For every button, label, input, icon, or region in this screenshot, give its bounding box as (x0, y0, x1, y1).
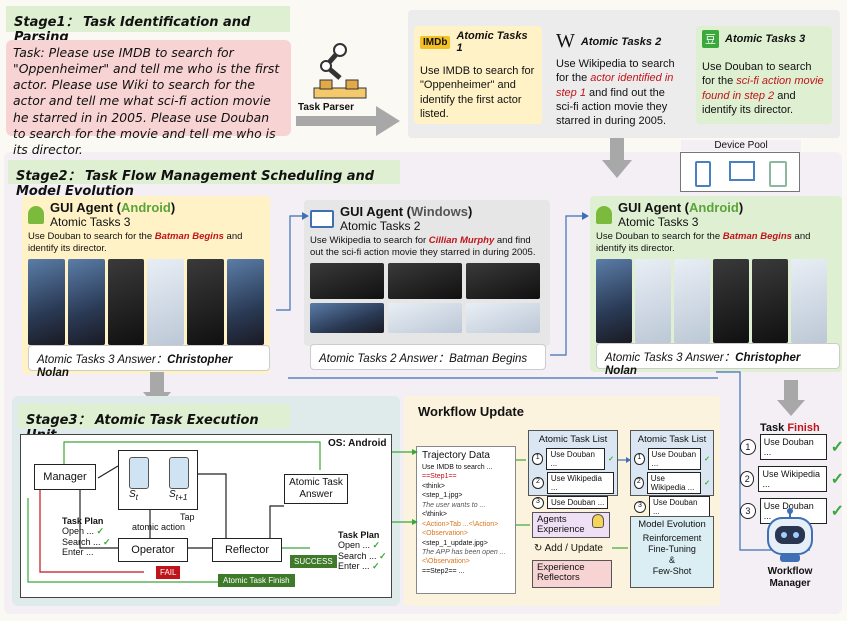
agent-right-text: Use Douban to search for the Batman Begi… (596, 231, 811, 254)
gui-agent-android-left: GUI Agent (Android) Atomic Tasks 3 Use D… (22, 196, 270, 374)
atomic-task-1: IMDb Atomic Tasks 1 Use IMDB to search f… (414, 26, 542, 124)
android-icon (28, 205, 44, 224)
gui-agent-windows: GUI Agent (Windows) Atomic Tasks 2 Use W… (304, 200, 550, 346)
tap-label: Tap (180, 512, 195, 522)
phone-st1-icon (169, 457, 189, 489)
workflow-title: Workflow Update (418, 404, 524, 419)
task-parser: Task Parser (298, 36, 380, 116)
arrow-down-finish (777, 380, 805, 416)
lightbulb-icon (592, 514, 604, 528)
workflow-manager-robot-icon (767, 508, 813, 562)
state-t1-label: St+1 (169, 489, 188, 502)
atomic-task-answer-box: Atomic Task Answer (284, 474, 348, 504)
atomic-task-3-text: Use Douban to search for the sci-fi acti… (702, 61, 824, 116)
task-plan-left: Task Plan Open ... ✓ Search ... ✓ Enter … (62, 516, 111, 558)
answer-box-right: Atomic Tasks 3 Answer：Christopher Nolan (596, 343, 840, 377)
agent-windows-screenshots (310, 262, 544, 333)
check-icon: ✓ (830, 439, 844, 456)
task-finish-label: Task Finish (760, 422, 820, 434)
check-icon: ✓ (830, 503, 844, 520)
check-icon: ✓ (830, 471, 844, 488)
agent-windows-subtitle: Atomic Tasks 2 (340, 219, 421, 233)
atomic-task-finish-badge: Atomic Task Finish (218, 574, 295, 587)
wikipedia-logo-icon: W (556, 30, 575, 52)
model-evolution: Model Evolution Reinforcement Fine-Tunin… (630, 516, 714, 588)
monitor-icon (310, 209, 334, 228)
workflow-manager-label: Workflow Manager (767, 566, 813, 589)
os-label: OS: Android (328, 438, 387, 449)
refresh-icon: ↻ (534, 543, 545, 554)
os-phones: St St+1 (118, 450, 198, 510)
tablet-device-icon (769, 161, 787, 187)
finish-item: 1 Use Douban ...✓ (740, 434, 844, 460)
execution-arrows (27, 441, 321, 583)
task-text: Task: Please use IMDB to search for "Opp… (13, 45, 280, 157)
agent-left-screenshots (28, 258, 264, 345)
gui-agent-android-right: GUI Agent (Android) Atomic Tasks 3 Use D… (590, 196, 842, 372)
agent-right-subtitle: Atomic Tasks 3 (618, 215, 699, 229)
add-update-label: ↻ Add / Update (534, 543, 603, 554)
atomic-task-1-title: Atomic Tasks 1 (456, 30, 528, 54)
operator-box: Operator (118, 538, 188, 562)
experience-reflectors: Experience Reflectors (532, 560, 612, 588)
stage2-title: Stage2： Task Flow Management Scheduling … (8, 160, 400, 199)
arrow-to-atomic (296, 106, 400, 136)
arrow-down-stage2 (602, 138, 632, 178)
phone-device-icon (695, 161, 711, 187)
atomic-action-label: atomic action (132, 522, 186, 532)
agent-left-text: Use Douban to search for the Batman Begi… (28, 231, 243, 254)
execution-unit (20, 434, 392, 598)
atomic-task-3: 豆 Atomic Tasks 3 Use Douban to search fo… (696, 26, 832, 124)
device-pool: Device Pool (680, 140, 801, 192)
atomic-task-1-text: Use IMDB to search for "Oppenheimer" and… (420, 65, 535, 120)
atomic-task-2-text: Use Wikipedia to search for the actor id… (556, 58, 675, 128)
reflector-box: Reflector (212, 538, 282, 562)
task-plan-right: Task Plan Open ... ✓ Search ... ✓ Enter … (338, 530, 387, 572)
desktop-device-icon (729, 161, 755, 181)
imdb-logo-icon: IMDb (420, 35, 451, 49)
task-parser-label: Task Parser (298, 102, 354, 113)
robot-arm-icon (313, 43, 367, 99)
task-box: Task: Please use IMDB to search for "Opp… (6, 40, 291, 157)
trajectory-data: Trajectory Data Use IMDB to search ... =… (416, 446, 516, 594)
agent-left-subtitle: Atomic Tasks 3 (50, 215, 131, 229)
answer-box-left: Atomic Tasks 3 Answer：Christopher Nolan (28, 345, 270, 379)
manager-box: Manager (34, 464, 96, 490)
phone-st-icon (129, 457, 149, 489)
atomic-task-3-title: Atomic Tasks 3 (725, 33, 806, 45)
fail-badge: FAIL (156, 566, 181, 579)
atomic-task-2: W Atomic Tasks 2 Use Wikipedia to search… (550, 26, 686, 127)
agent-windows-text: Use Wikipedia to search for Cillian Murp… (310, 235, 536, 258)
stage1-title: Stage1： Task Identification and Parsing (6, 6, 290, 45)
device-pool-label: Device Pool (681, 140, 801, 151)
douban-logo-icon: 豆 (702, 30, 719, 48)
agent-right-screenshots (596, 258, 836, 343)
stage3-title: Stage3： Atomic Task Execution Unit (18, 404, 290, 443)
atomic-task-2-title: Atomic Tasks 2 (580, 35, 662, 48)
success-badge: SUCCESS (290, 555, 337, 568)
answer-box-windows: Atomic Tasks 2 Answer：Batman Begins (310, 344, 546, 370)
finish-item: 2 Use Wikipedia ...✓ (740, 466, 844, 492)
android-icon (596, 205, 612, 224)
state-t-label: St (129, 489, 138, 502)
finish-list: 1 Use Douban ...✓ 2 Use Wikipedia ...✓ 3… (740, 434, 844, 524)
